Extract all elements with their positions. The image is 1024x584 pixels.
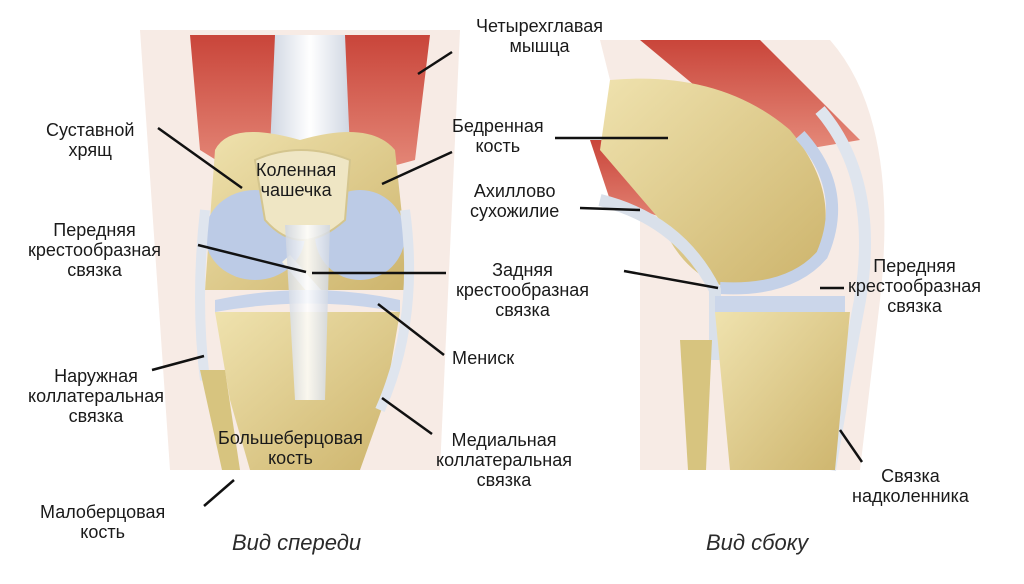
label-medial-collateral-ligament: Медиальная коллатеральная связка	[436, 430, 572, 490]
label-fibula: Малоберцовая кость	[40, 502, 166, 542]
side-meniscus	[715, 296, 845, 312]
leader-fibula	[203, 479, 235, 507]
label-acl-front: Передняя крестообразная связка	[28, 220, 162, 280]
front-view	[140, 30, 460, 470]
front-patella	[253, 149, 352, 241]
label-achilles-tendon: Ахиллово сухожилие	[470, 181, 560, 221]
leader-quadriceps	[417, 50, 453, 76]
front-lcl	[195, 209, 210, 381]
leader-cartilage	[157, 126, 243, 190]
side-femur	[600, 78, 826, 286]
leader-acl-front	[197, 243, 307, 274]
label-pcl: Задняя крестообразная связка	[456, 260, 590, 320]
label-meniscus: Мениск	[452, 348, 515, 368]
side-achilles-tendon	[598, 194, 721, 360]
label-tibia: Большеберцовая кость	[218, 428, 363, 468]
label-acl-side: Передняя крестообразная связка	[848, 256, 982, 316]
leader-pcl-side	[623, 269, 719, 290]
front-mcl	[375, 209, 415, 413]
leader-lines	[151, 50, 864, 507]
label-patellar-ligament: Связка надколенника	[852, 466, 969, 506]
side-view	[590, 40, 885, 471]
leader-femur	[381, 150, 453, 186]
front-quadriceps-tendon	[270, 35, 350, 150]
label-quadriceps: Четырехглавая мышца	[476, 16, 604, 56]
caption-front-view: Вид спереди	[232, 530, 362, 555]
leader-achilles	[579, 206, 641, 212]
leader-mcl	[381, 396, 433, 436]
leader-meniscus	[377, 303, 445, 356]
leader-lcl	[151, 354, 205, 372]
label-femur: Бедренная кость	[452, 116, 544, 156]
side-fibula	[680, 340, 712, 470]
side-femur-cartilage	[719, 130, 838, 295]
leader-patellar-ligament	[838, 429, 864, 463]
side-tibia	[715, 312, 850, 470]
label-articular-cartilage: Суставной хрящ	[46, 120, 135, 160]
label-patella: Коленная чашечка	[256, 160, 337, 200]
side-quadriceps-muscle	[640, 40, 860, 150]
label-lateral-collateral-ligament: Наружная коллатеральная связка	[28, 366, 164, 426]
caption-side-view: Вид сбоку	[706, 530, 809, 555]
front-fibula	[200, 370, 240, 470]
